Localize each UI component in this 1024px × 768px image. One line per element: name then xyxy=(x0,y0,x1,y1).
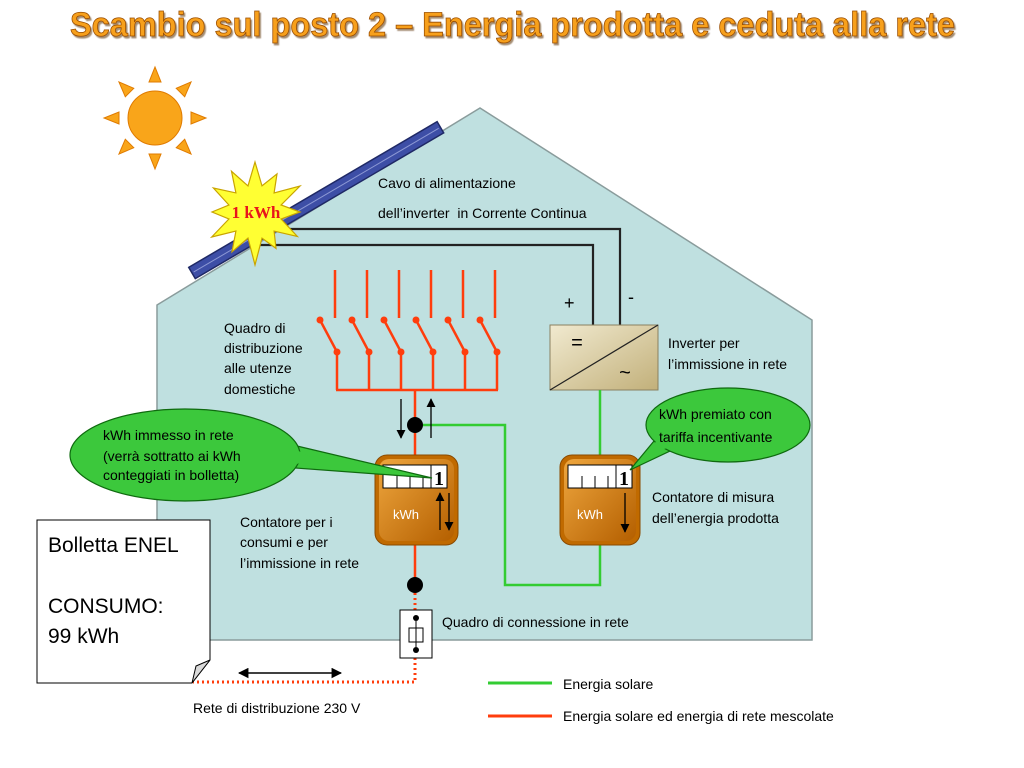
callout-left-line-1: kWh immesso in rete xyxy=(103,427,234,443)
switch-1 xyxy=(318,270,339,390)
polarity-minus: - xyxy=(628,287,634,307)
switch-4 xyxy=(414,270,435,390)
switch-contacts xyxy=(316,316,501,356)
grid-line xyxy=(193,593,417,684)
distribution-board-label-3: alle utenze xyxy=(224,360,292,376)
sun-icon xyxy=(102,65,208,171)
callout-right-line-1: kWh premiato con xyxy=(659,406,772,422)
switch-2 xyxy=(350,270,371,390)
consumption-meter-unit: kWh xyxy=(393,507,419,522)
production-meter: 1 kWh xyxy=(559,454,641,546)
panel-energy-badge: 1 kWh xyxy=(232,203,281,222)
bill-note-fold xyxy=(191,659,211,684)
legend-label-solar: Energia solare xyxy=(563,676,653,692)
legend: Energia solare Energia solare ed energia… xyxy=(488,676,834,724)
production-meter-to-node xyxy=(423,423,602,587)
consumption-meter-ticks xyxy=(396,465,432,488)
production-meter-unit: kWh xyxy=(577,507,603,522)
polarity-plus: + xyxy=(564,293,575,313)
callout-right-line-2: tariffa incentivante xyxy=(659,429,773,445)
consumption-meter-label-3: l’immissione in rete xyxy=(240,555,359,571)
solar-energy-path xyxy=(423,390,602,587)
junction-node-upper xyxy=(407,417,423,433)
page-title: Scambio sul posto 2 – Energia prodotta e… xyxy=(70,6,955,44)
callout-left-line-3: conteggiati in bolletta) xyxy=(103,467,239,483)
inverter-label-line-2: l’immissione in rete xyxy=(668,356,787,372)
distribution-board-label-1: Quadro di xyxy=(224,320,285,336)
callout-right-bubble xyxy=(645,387,811,463)
callout-exported-kwh: kWh immesso in rete (verrà sottratto ai … xyxy=(69,408,433,502)
legend-label-mixed: Energia solare ed energia di rete mescol… xyxy=(563,708,834,724)
callout-left-line-2: (verrà sottratto ai kWh xyxy=(103,448,241,464)
grid-label: Rete di distribuzione 230 V xyxy=(193,700,361,716)
inverter-diagonal xyxy=(549,324,659,391)
inverter-ac-symbol: ~ xyxy=(619,362,631,384)
distribution-board-label-2: distribuzione xyxy=(224,340,303,356)
callout-incentive-kwh: kWh premiato con tariffa incentivante xyxy=(629,387,811,471)
junction-node-lower xyxy=(407,577,423,593)
cable-label-line-2: dell’inverter in Corrente Continua xyxy=(378,205,587,221)
distribution-board xyxy=(318,270,499,578)
switch-6 xyxy=(478,270,499,390)
switch-5 xyxy=(446,270,467,390)
consumption-meter-label-1: Contatore per i xyxy=(240,514,333,530)
callout-right-joint xyxy=(648,440,668,453)
bill-consumption-label: CONSUMO: xyxy=(48,595,164,618)
inverter-dc-symbol: = xyxy=(571,332,583,354)
switch-3 xyxy=(382,270,403,390)
grid-connection-label: Quadro di connessione in rete xyxy=(442,614,629,630)
inverter-label-line-1: Inverter per xyxy=(668,335,740,351)
bill-note: Bolletta ENEL CONSUMO: 99 kWh xyxy=(36,519,211,684)
production-meter-label-1: Contatore di misura xyxy=(652,489,774,505)
bill-consumption-value: 99 kWh xyxy=(48,625,119,648)
grid-switch-terminal-top xyxy=(413,615,419,621)
inverter: = ~ xyxy=(549,324,659,391)
consumption-meter-reading: 1 xyxy=(434,468,444,490)
production-meter-reading: 1 xyxy=(619,468,629,490)
grid-connection-switch xyxy=(399,609,433,659)
distribution-board-label-4: domestiche xyxy=(224,381,296,397)
dc-cable-negative xyxy=(250,227,622,325)
energy-starburst xyxy=(209,159,302,268)
callout-left-joint xyxy=(292,448,312,466)
grid-switch-terminal-bottom xyxy=(413,647,419,653)
grid-switch-to-network xyxy=(193,658,417,684)
cable-label-line-1: Cavo di alimentazione xyxy=(378,175,516,191)
production-meter-ticks xyxy=(581,465,617,488)
dc-cable-positive xyxy=(250,243,595,325)
consumption-meter-label-2: consumi e per xyxy=(240,534,328,550)
bill-title: Bolletta ENEL xyxy=(48,534,179,557)
production-meter-label-2: dell’energia prodotta xyxy=(652,510,779,526)
consumption-meter: 1 kWh xyxy=(374,454,459,546)
